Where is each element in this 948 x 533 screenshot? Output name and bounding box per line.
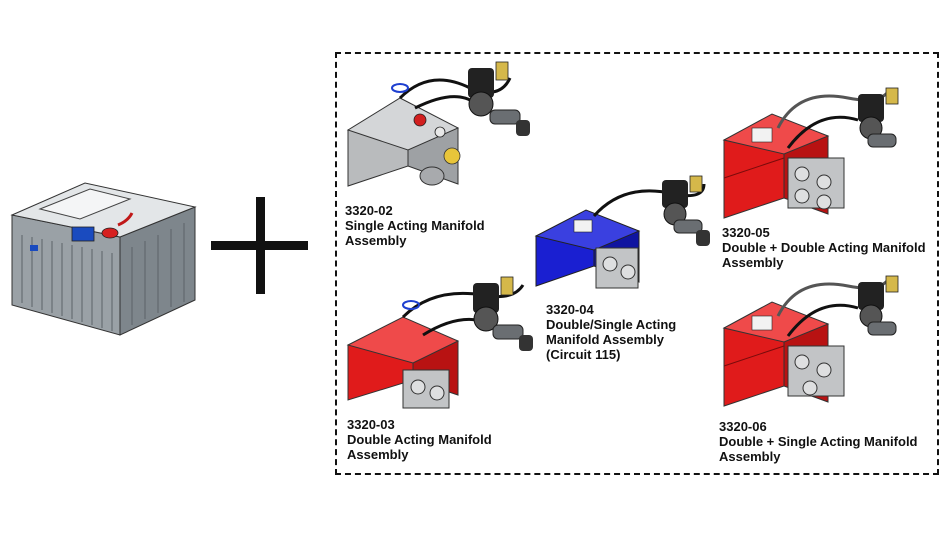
product-description: Assembly	[347, 447, 409, 462]
product-code: 3320-05	[722, 225, 770, 240]
product-label-3320-05: 3320-05 Double + Double Acting Manifold …	[722, 225, 926, 270]
product-description: Assembly	[722, 255, 784, 270]
manifold-image-3320-02	[346, 61, 530, 187]
manifold-image-3320-03	[346, 276, 533, 409]
product-label-3320-04: 3320-04 Double/Single Acting Manifold As…	[546, 302, 676, 362]
product-code: 3320-03	[347, 417, 395, 432]
manifold-options-box	[335, 52, 939, 475]
product-description: (Circuit 115)	[546, 347, 621, 362]
product-description: Double Acting Manifold	[347, 432, 492, 447]
manifold-image-3320-06	[722, 275, 899, 407]
power-unit-image	[10, 182, 197, 336]
manifold-image-3320-05	[722, 87, 899, 219]
product-description: Assembly	[719, 449, 781, 464]
product-code: 3320-04	[546, 302, 594, 317]
product-label-3320-02: 3320-02 Single Acting Manifold Assembly	[345, 203, 485, 248]
product-code: 3320-06	[719, 419, 767, 434]
product-label-3320-06: 3320-06 Double + Single Acting Manifold …	[719, 419, 918, 464]
product-description: Double/Single Acting	[546, 317, 677, 332]
product-description: Double + Double Acting Manifold	[722, 240, 926, 255]
product-label-3320-03: 3320-03 Double Acting Manifold Assembly	[347, 417, 492, 462]
product-description: Single Acting Manifold	[345, 218, 485, 233]
product-description: Assembly	[345, 233, 407, 248]
manifold-image-3320-04	[534, 175, 710, 289]
product-description: Double + Single Acting Manifold	[719, 434, 918, 449]
product-description: Manifold Assembly	[546, 332, 664, 347]
product-code: 3320-02	[345, 203, 393, 218]
plus-icon	[211, 197, 308, 294]
